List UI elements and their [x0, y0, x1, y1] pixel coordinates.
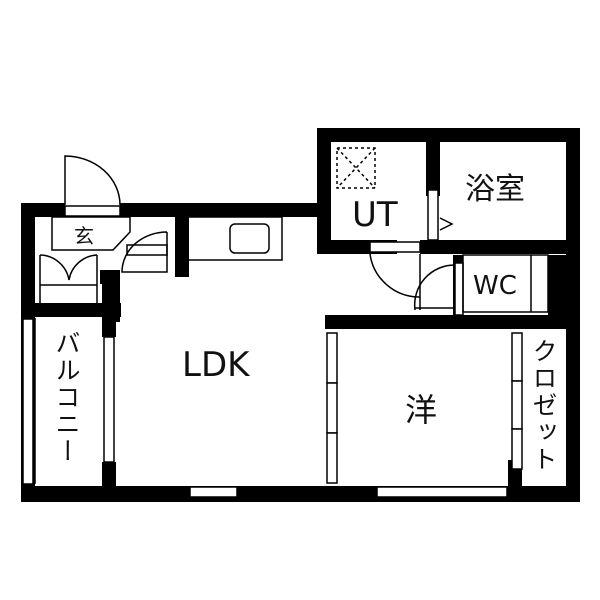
room-label-balcony: バルコニー [52, 330, 81, 465]
room-label-ut: UT [352, 195, 398, 235]
room-label-closet: クロゼット [529, 338, 558, 473]
room-label-bath: 浴室 [465, 172, 525, 207]
room-label-wc: WC [473, 271, 517, 301]
room-label-entrance: 玄 [74, 224, 94, 248]
room-label-ldk: LDK [182, 345, 250, 385]
room-label-western: 洋 [405, 391, 438, 429]
